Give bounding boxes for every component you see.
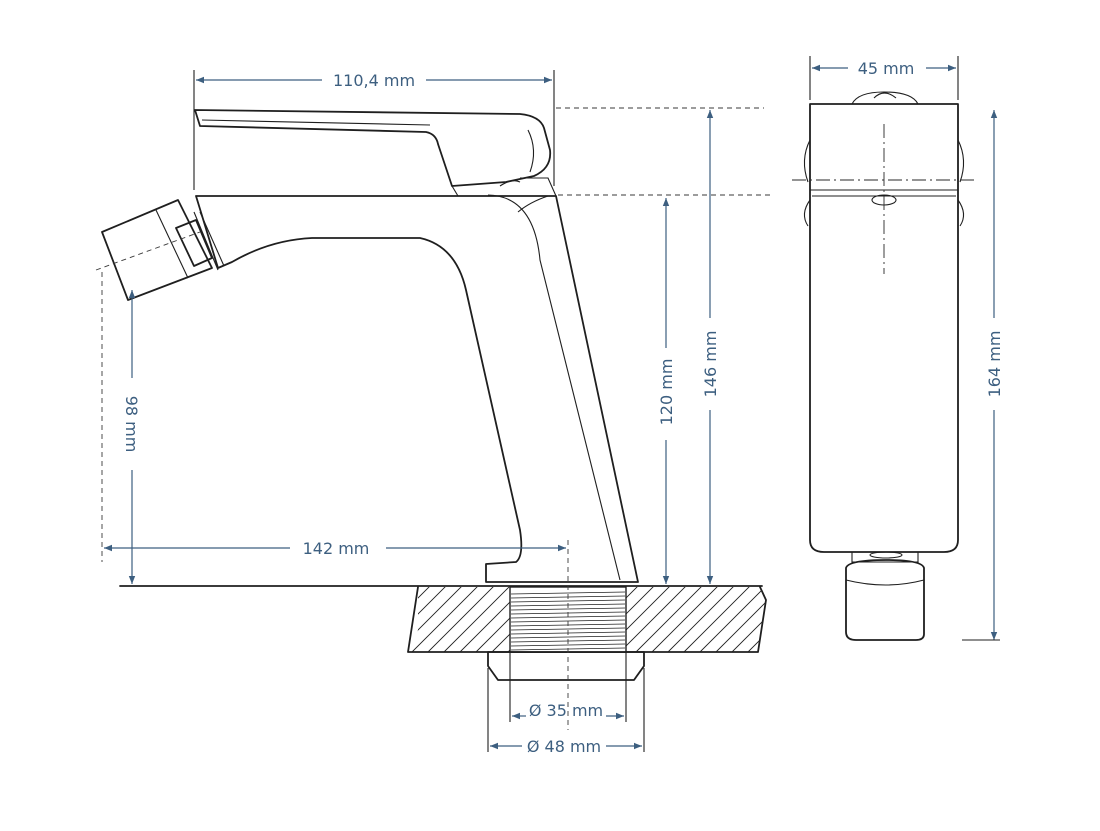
dim-spout-reach: 142 mm: [303, 539, 370, 558]
swivel-aerator: [101, 199, 225, 301]
dim-top-width: 110,4 mm: [333, 71, 415, 90]
dim-handle-height: 146 mm: [701, 331, 720, 398]
faucet-body: [195, 195, 639, 583]
side-view: [792, 91, 976, 641]
countertop-section: [119, 585, 767, 653]
dim-thread-diameter: Ø 35 mm: [529, 701, 603, 720]
dim-spout-height: 98 mm: [122, 396, 141, 453]
dimensions: [104, 56, 1000, 750]
dimension-labels: 110,4 mm 45 mm 98 mm 142 mm 120 mm 146 m…: [122, 59, 1004, 756]
side-body: [809, 103, 959, 553]
dim-body-height: 120 mm: [657, 359, 676, 426]
mounting-flange: [487, 651, 645, 681]
front-view: [95, 70, 770, 752]
side-shank: [845, 551, 925, 641]
lever-handle: [194, 109, 552, 187]
dim-side-width: 45 mm: [858, 59, 915, 78]
dim-total-height: 164 mm: [985, 331, 1004, 398]
dim-flange-diameter: Ø 48 mm: [527, 737, 601, 756]
